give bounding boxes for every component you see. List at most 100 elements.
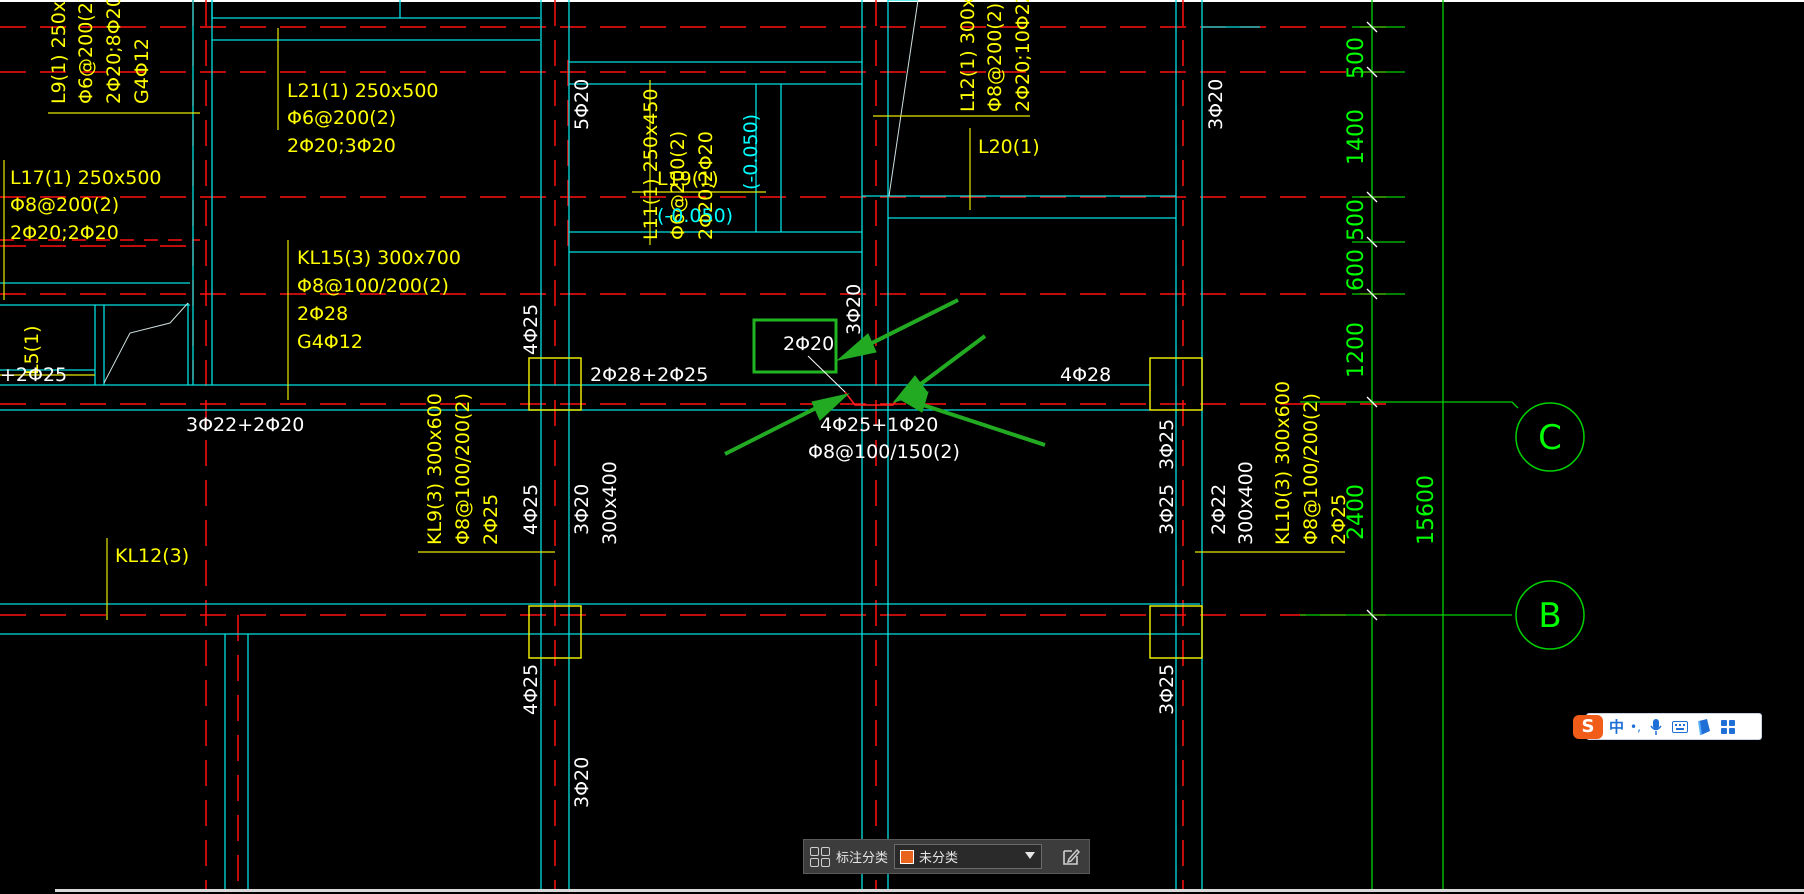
annotation-toolbar: 标注分类 未分类 (803, 839, 1090, 874)
svg-text:Φ8@100/200(2): Φ8@100/200(2) (452, 393, 474, 545)
svg-text:Φ6@200(2): Φ6@200(2) (287, 107, 396, 129)
axis-bubble-b (1515, 580, 1585, 650)
chevron-down-icon[interactable] (1025, 852, 1036, 859)
beam-l5-label: L5(1) (21, 325, 43, 375)
svg-text:+2Φ25: +2Φ25 (0, 364, 67, 386)
category-color-swatch (900, 849, 915, 864)
dim-500-top: 500 (1344, 37, 1369, 79)
beam-kl9-label: KL9(3) 300x600 Φ8@100/200(2) 2Φ25 (424, 393, 502, 545)
columns (528, 357, 1203, 659)
svg-text:Φ6@200(2): Φ6@200(2) (667, 131, 689, 240)
keyboard-icon[interactable] (1671, 718, 1689, 736)
svg-text:2Φ28: 2Φ28 (297, 303, 348, 325)
svg-text:4Φ25: 4Φ25 (520, 664, 542, 715)
ime-mode-toggle[interactable]: 中 (1609, 718, 1625, 736)
svg-text:Φ8@200(2): Φ8@200(2) (10, 194, 119, 216)
edit-icon[interactable] (1059, 845, 1083, 869)
svg-text:2Φ25: 2Φ25 (480, 494, 502, 545)
svg-text:2Φ22: 2Φ22 (1208, 484, 1230, 535)
column-2 (1149, 357, 1203, 411)
column-4 (1149, 605, 1203, 659)
svg-text:3Φ20: 3Φ20 (571, 757, 593, 808)
beam-l21-label: L21(1) 250x500 Φ6@200(2) 2Φ20;3Φ20 (287, 80, 439, 157)
svg-text:4Φ25: 4Φ25 (520, 304, 542, 355)
horizontal-scrollbar[interactable] (55, 889, 1804, 892)
axis-bubble-c (1515, 402, 1585, 472)
beam-kl12-label: KL12(3) (115, 545, 189, 567)
svg-text:Φ6@200(2): Φ6@200(2) (75, 0, 97, 104)
dim-2400: 2400 (1344, 484, 1369, 540)
dim-1400: 1400 (1344, 109, 1369, 165)
ime-toolbar[interactable]: S 中 •, (1573, 713, 1762, 740)
annotation-category-dropdown[interactable]: 未分类 (894, 844, 1043, 869)
beam-l11-label: L11(1) 250x450 Φ6@200(2) 2Φ20;2Φ20 L19(1… (640, 89, 719, 241)
elevation-label-rotated: (-0.050) (740, 114, 762, 190)
svg-text:2Φ20;3Φ20: 2Φ20;3Φ20 (287, 135, 396, 157)
boxed-rebar-label: 2Φ20 (783, 333, 834, 355)
ime-punct-toggle[interactable]: •, (1630, 719, 1641, 734)
svg-text:2Φ20;8Φ20: 2Φ20;8Φ20 (103, 0, 125, 104)
svg-text:G4Φ12: G4Φ12 (297, 331, 363, 353)
svg-text:KL9(3) 300x600: KL9(3) 300x600 (424, 393, 446, 545)
svg-text:3Φ22+2Φ20: 3Φ22+2Φ20 (186, 414, 304, 436)
svg-text:3Φ20: 3Φ20 (571, 484, 593, 535)
cyan-beam-lines (0, 0, 1260, 894)
svg-text:L9(1) 250x50: L9(1) 250x50 (48, 0, 70, 104)
boxed-leader (807, 355, 846, 393)
svg-text:Φ8@100/150(2): Φ8@100/150(2) (808, 441, 960, 463)
annotation-grid-icon[interactable] (810, 846, 830, 867)
ime-logo-icon[interactable]: S (1573, 714, 1603, 739)
svg-text:L12(1) 300x60: L12(1) 300x60 (957, 0, 979, 112)
rebar-labels: 5Φ20 3Φ20 3Φ20 4Φ25 4Φ25 4Φ25 3Φ20 300x4… (0, 79, 1257, 808)
svg-text:300x400: 300x400 (599, 461, 621, 545)
svg-text:3Φ25: 3Φ25 (1156, 419, 1178, 470)
svg-text:KL10(3) 300x600: KL10(3) 300x600 (1272, 381, 1294, 545)
highlight-arrows (724, 298, 1046, 456)
svg-text:KL15(3) 300x700: KL15(3) 300x700 (297, 247, 461, 269)
svg-text:2Φ20;10Φ22: 2Φ20;10Φ22 (1012, 0, 1034, 112)
svg-text:2Φ25: 2Φ25 (1328, 494, 1350, 545)
beam-l12-label: L12(1) 300x60 Φ8@200(2) 2Φ20;10Φ22 (957, 0, 1034, 112)
svg-text:2Φ28+2Φ25: 2Φ28+2Φ25 (590, 364, 708, 386)
axis-label-b: B (1538, 596, 1561, 636)
svg-text:Φ8@100/200(2): Φ8@100/200(2) (297, 275, 449, 297)
svg-text:Φ8@100/200(2): Φ8@100/200(2) (1300, 393, 1322, 545)
dim-15600: 15600 (1414, 475, 1439, 545)
toolbox-icon[interactable] (1719, 718, 1737, 736)
svg-text:4Φ28: 4Φ28 (1060, 364, 1111, 386)
selected-category: 未分类 (919, 851, 959, 866)
svg-text:2Φ20;2Φ20: 2Φ20;2Φ20 (695, 131, 717, 240)
svg-text:L17(1) 250x500: L17(1) 250x500 (10, 167, 162, 189)
yellow-leaders (0, 28, 1345, 620)
svg-text:L21(1) 250x500: L21(1) 250x500 (287, 80, 439, 102)
beam-l9-label: L9(1) 250x50 Φ6@200(2) 2Φ20;8Φ20 G4Φ12 (48, 0, 153, 104)
elevation-label: (-0.050) (657, 205, 733, 227)
dimension-lines (1300, 0, 1519, 894)
svg-text:G4Φ12: G4Φ12 (131, 38, 153, 104)
arrow-head-1 (836, 333, 877, 361)
arrow-head-3 (811, 393, 850, 421)
dim-500-mid: 500 (1344, 199, 1369, 241)
svg-text:300x400: 300x400 (1235, 461, 1257, 545)
beam-l17-label: L17(1) 250x500 Φ8@200(2) 2Φ20;2Φ20 (10, 167, 162, 244)
arrow-head-4 (896, 391, 929, 413)
column-3 (528, 605, 582, 659)
beam-kl15-label: KL15(3) 300x700 Φ8@100/200(2) 2Φ28 G4Φ12 (297, 247, 461, 353)
skin-icon[interactable] (1695, 718, 1713, 736)
svg-text:4Φ25: 4Φ25 (520, 484, 542, 535)
column-1 (528, 357, 582, 411)
bottom-strip (0, 889, 1804, 894)
microphone-icon[interactable] (1647, 718, 1665, 736)
svg-text:4Φ25+1Φ20: 4Φ25+1Φ20 (820, 414, 938, 436)
annotation-category-label: 标注分类 (836, 851, 889, 866)
svg-text:L19(1): L19(1) (657, 168, 719, 190)
beam-step-detail (844, 391, 904, 406)
svg-text:3Φ20: 3Φ20 (843, 284, 865, 335)
svg-text:3Φ25: 3Φ25 (1156, 664, 1178, 715)
dimension-ticks (1366, 21, 1378, 621)
axis-label-c: C (1538, 418, 1562, 458)
beam-l20-label: L20(1) (978, 136, 1040, 158)
svg-text:5Φ20: 5Φ20 (571, 79, 593, 130)
dim-1200: 1200 (1344, 322, 1369, 378)
